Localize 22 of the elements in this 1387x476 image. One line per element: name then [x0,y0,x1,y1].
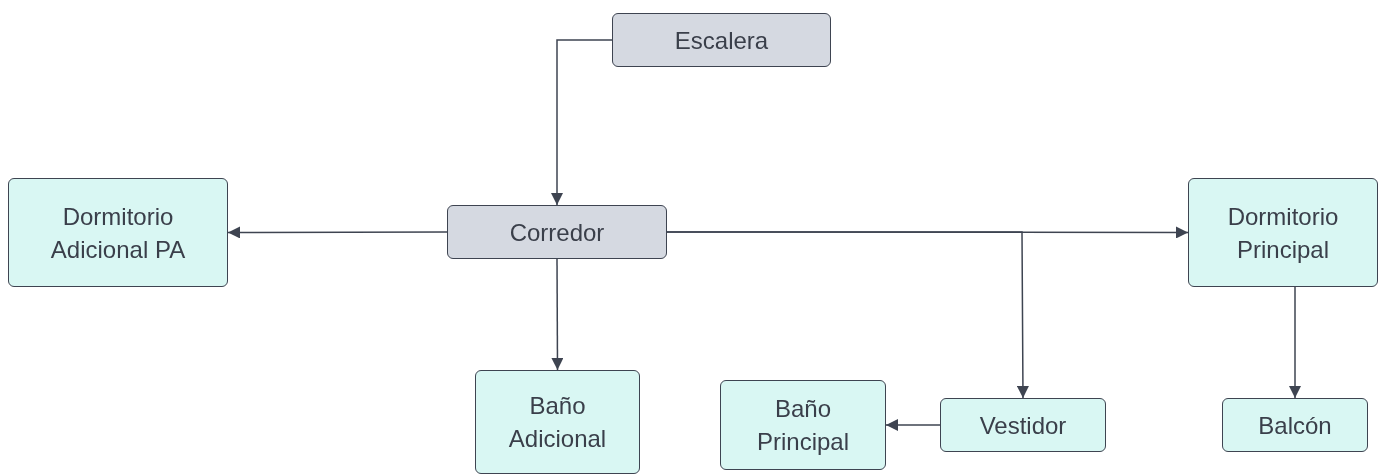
hall-box [612,13,831,67]
room-name: Balcón [1257,410,1333,441]
room-name: Baño Principal [755,394,850,457]
arrow [551,39,613,206]
arrow [885,419,941,431]
room-name: Dormitorio Principal [1226,201,1340,265]
room-box [8,178,228,287]
room-name: Corredor [508,217,606,248]
room-box [720,380,886,470]
room-name: Baño Adicional [507,391,608,454]
room-name: Escalera [673,25,770,56]
arrow [666,231,1029,399]
room-box [940,398,1106,452]
room-name: Dormitorio Adicional PA [49,201,187,265]
room-box [475,370,640,474]
arrow [227,226,448,239]
room-name: Vestidor [978,410,1068,441]
arrow [551,258,564,371]
hall-box [447,205,667,259]
arrow [1289,286,1301,399]
room-box [1188,178,1378,287]
room-box [1222,398,1368,452]
